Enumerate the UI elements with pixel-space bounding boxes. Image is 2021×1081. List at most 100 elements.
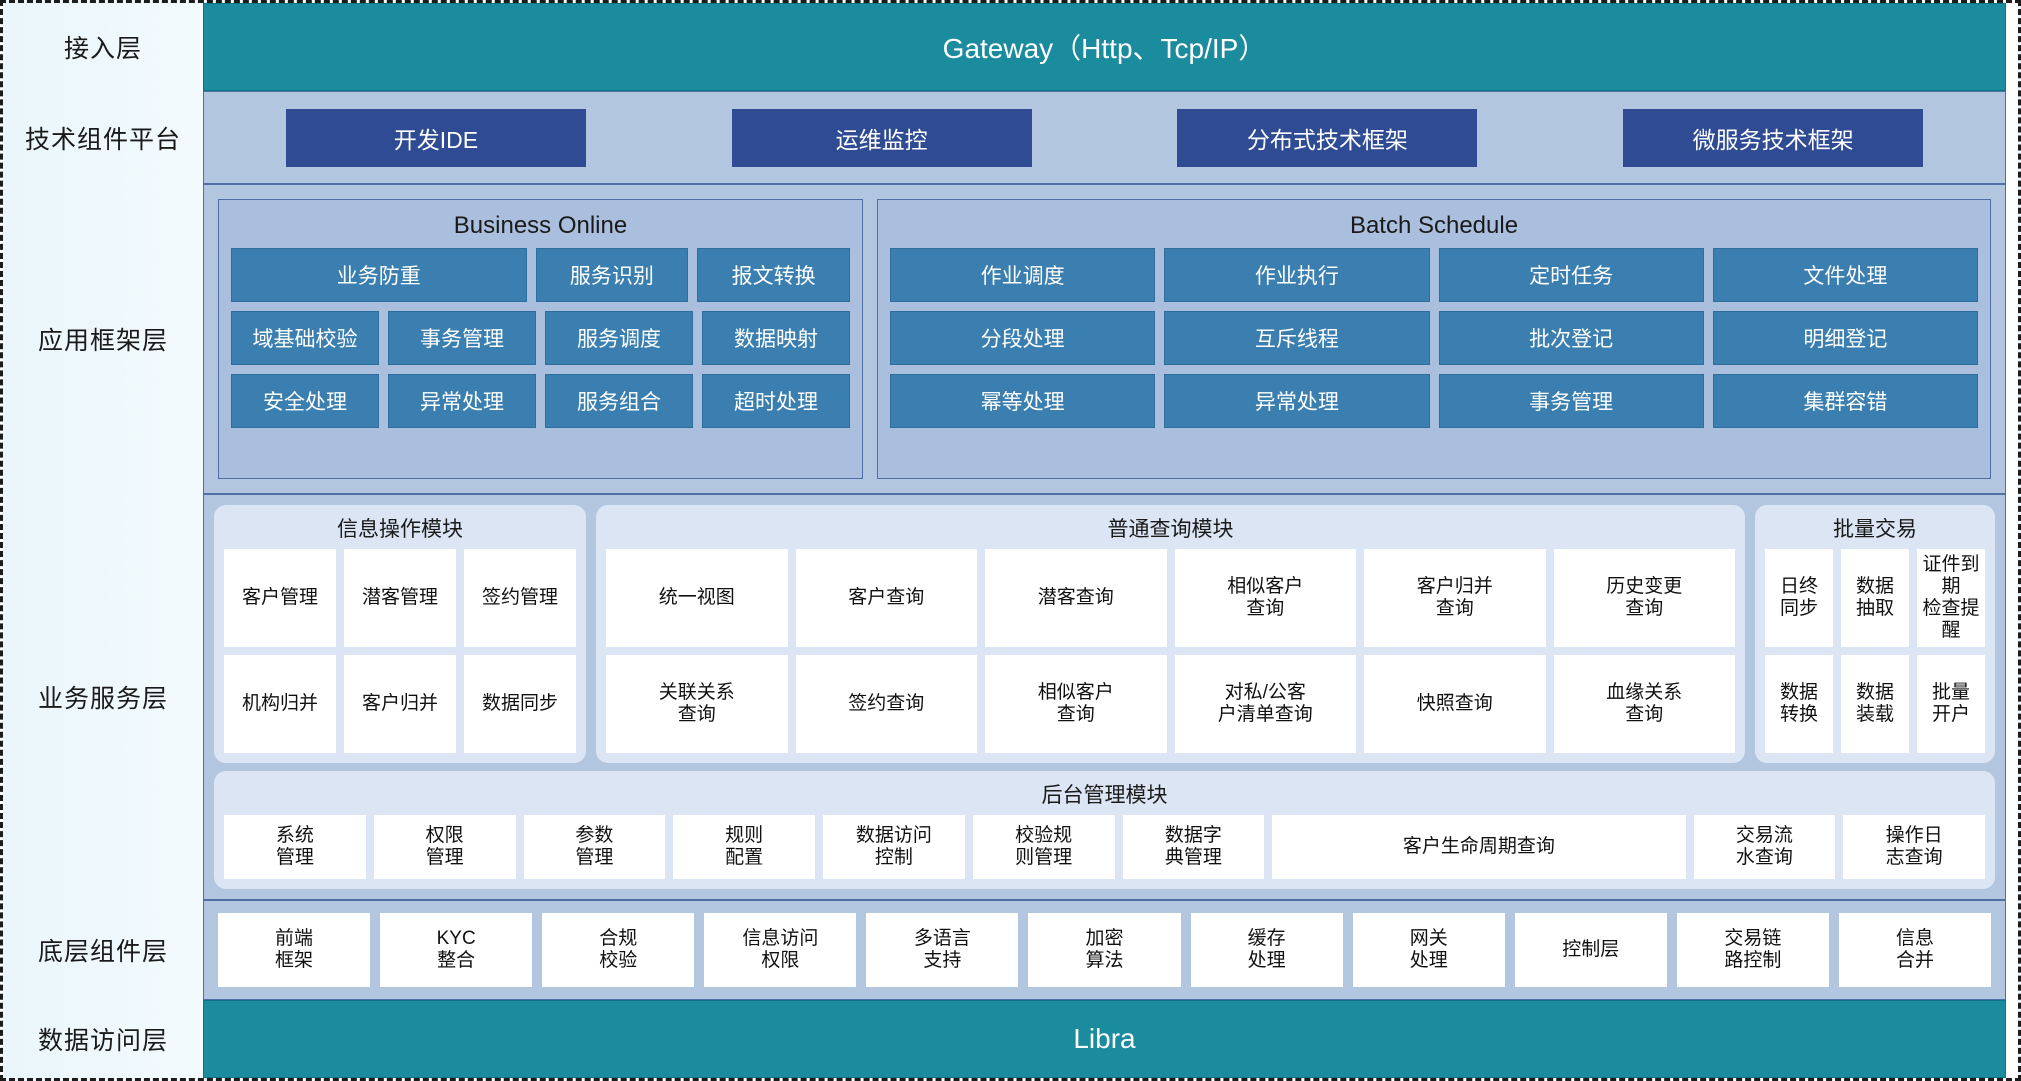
- layer-label-tech-platform: 技术组件平台: [24, 125, 181, 154]
- service-module-title-1: 普通查询模块: [1107, 517, 1234, 541]
- framework-chip[interactable]: 集群容错: [1712, 374, 1978, 429]
- service-chip[interactable]: 客户归并查询: [1364, 548, 1546, 647]
- service-chip[interactable]: 血缘关系查询: [1553, 654, 1735, 753]
- service-chip[interactable]: 潜客查询: [985, 548, 1167, 647]
- framework-row: 幂等处理异常处理事务管理集群容错: [890, 374, 1978, 429]
- framework-chip[interactable]: 超时处理: [702, 374, 850, 429]
- service-modules-bottom: 后台管理模块系统管理权限管理参数管理规则配置数据访问控制校验规则管理数据字典管理…: [214, 771, 1995, 889]
- service-chip[interactable]: 机构归并: [224, 654, 336, 753]
- layer-row-tech-platform: 技术组件平台 开发IDE 运维监控 分布式技术框架 微服务技术框架: [3, 91, 2018, 185]
- service-modules-top: 信息操作模块客户管理潜客管理签约管理机构归并客户归并数据同步普通查询模块统一视图…: [214, 504, 1995, 763]
- framework-group-rows-1: 作业调度作业执行定时任务文件处理分段处理互斥线程批次登记明细登记幂等处理异常处理…: [890, 248, 1978, 429]
- component-chip[interactable]: 加密算法: [1028, 913, 1181, 987]
- framework-chip[interactable]: 服务识别: [535, 248, 689, 303]
- framework-chip[interactable]: 分段处理: [890, 311, 1156, 366]
- framework-row: 业务防重服务识别报文转换: [231, 248, 850, 303]
- service-chip[interactable]: 数据装载: [1841, 654, 1909, 753]
- service-chip[interactable]: 数据转换: [1765, 654, 1833, 753]
- service-module-2: 批量交易日终同步数据抽取证件到期检查提醒数据转换数据装载批量开户: [1755, 504, 1995, 763]
- service-chip[interactable]: 快照查询: [1364, 654, 1546, 753]
- framework-chip[interactable]: 幂等处理: [890, 374, 1156, 429]
- backend-chip[interactable]: 交易流水查询: [1693, 815, 1836, 879]
- framework-chip[interactable]: 安全处理: [231, 374, 379, 429]
- service-chip[interactable]: 历史变更查询: [1553, 548, 1735, 647]
- tech-chip-1[interactable]: 运维监控: [731, 108, 1032, 167]
- framework-chip[interactable]: 批次登记: [1438, 311, 1704, 366]
- service-chip[interactable]: 客户查询: [795, 548, 977, 647]
- component-chip[interactable]: 信息访问权限: [704, 913, 857, 987]
- layer-body-tech-platform: 开发IDE 运维监控 分布式技术框架 微服务技术框架: [203, 91, 2018, 185]
- framework-chip[interactable]: 异常处理: [388, 374, 536, 429]
- service-chip[interactable]: 相似客户查询: [985, 654, 1167, 753]
- service-chip[interactable]: 数据同步: [464, 654, 576, 753]
- framework-chip[interactable]: 作业调度: [890, 248, 1156, 303]
- service-module-0: 信息操作模块客户管理潜客管理签约管理机构归并客户归并数据同步: [214, 504, 586, 763]
- service-module-backend-title: 后台管理模块: [1041, 784, 1168, 807]
- backend-chip[interactable]: 系统管理: [224, 815, 366, 879]
- service-chip[interactable]: 批量开户: [1917, 654, 1985, 753]
- service-chip[interactable]: 相似客户查询: [1174, 548, 1356, 647]
- service-module-title-2: 批量交易: [1833, 517, 1917, 541]
- component-chip[interactable]: 网关处理: [1352, 913, 1505, 987]
- framework-chip[interactable]: 数据映射: [702, 311, 850, 366]
- service-module-row: 日终同步数据抽取证件到期检查提醒: [1765, 548, 1985, 647]
- backend-chip[interactable]: 数据字典管理: [1122, 815, 1265, 879]
- framework-group-title-0: Business Online: [453, 212, 628, 240]
- service-module-title-0: 信息操作模块: [337, 517, 463, 541]
- tech-chip-3[interactable]: 微服务技术框架: [1623, 108, 1924, 167]
- component-chip[interactable]: 信息合并: [1838, 913, 1992, 987]
- service-chip[interactable]: 签约查询: [795, 654, 977, 753]
- service-chip[interactable]: 证件到期检查提醒: [1917, 548, 1985, 647]
- backend-chip[interactable]: 校验规则管理: [972, 815, 1115, 879]
- framework-chip[interactable]: 异常处理: [1164, 374, 1430, 429]
- framework-group-rows-0: 业务防重服务识别报文转换域基础校验事务管理服务调度数据映射安全处理异常处理服务组…: [231, 248, 850, 429]
- backend-chip[interactable]: 数据访问控制: [823, 815, 965, 879]
- framework-chip[interactable]: 互斥线程: [1164, 311, 1430, 366]
- framework-chip[interactable]: 域基础校验: [231, 311, 379, 366]
- tech-chip-2[interactable]: 分布式技术框架: [1177, 108, 1478, 167]
- backend-chip[interactable]: 操作日志查询: [1843, 815, 1985, 879]
- layer-label-app-framework: 应用框架层: [37, 327, 168, 356]
- framework-row: 分段处理互斥线程批次登记明细登记: [890, 311, 1978, 366]
- framework-chip[interactable]: 文件处理: [1712, 248, 1978, 303]
- framework-chip[interactable]: 定时任务: [1438, 248, 1704, 303]
- service-chip[interactable]: 签约管理: [464, 548, 576, 647]
- framework-chip[interactable]: 明细登记: [1712, 311, 1978, 366]
- service-module-row: 机构归并客户归并数据同步: [224, 654, 576, 753]
- service-chip[interactable]: 潜客管理: [344, 548, 456, 647]
- framework-chip[interactable]: 作业执行: [1164, 248, 1430, 303]
- layer-label-access: 接入层: [63, 35, 142, 63]
- service-chip[interactable]: 关联关系查询: [606, 654, 788, 753]
- component-chip[interactable]: 缓存处理: [1190, 913, 1343, 987]
- service-chip[interactable]: 客户归并: [344, 654, 456, 753]
- service-chip[interactable]: 数据抽取: [1841, 548, 1909, 647]
- framework-chip[interactable]: 报文转换: [697, 248, 850, 303]
- service-chip[interactable]: 对私/公客户清单查询: [1174, 654, 1356, 753]
- tech-chip-0[interactable]: 开发IDE: [285, 108, 586, 167]
- backend-chip[interactable]: 权限管理: [373, 815, 516, 879]
- service-chip[interactable]: 日终同步: [1765, 548, 1833, 647]
- framework-chip[interactable]: 业务防重: [231, 248, 527, 303]
- framework-chip[interactable]: 事务管理: [1438, 374, 1704, 429]
- component-chip[interactable]: 前端框架: [218, 913, 371, 987]
- component-chip[interactable]: 合规校验: [542, 913, 695, 987]
- service-module-1: 普通查询模块统一视图客户查询潜客查询相似客户查询客户归并查询历史变更查询关联关系…: [596, 504, 1745, 763]
- service-chip[interactable]: 统一视图: [606, 548, 788, 647]
- component-chip[interactable]: 控制层: [1514, 913, 1667, 987]
- component-chip[interactable]: 多语言支持: [866, 913, 1019, 987]
- backend-chip[interactable]: 规则配置: [673, 815, 815, 879]
- service-module-row: 统一视图客户查询潜客查询相似客户查询客户归并查询历史变更查询: [606, 548, 1735, 647]
- framework-chip[interactable]: 服务组合: [545, 374, 693, 429]
- component-chip[interactable]: 交易链路控制: [1676, 913, 1829, 987]
- backend-chip[interactable]: 客户生命周期查询: [1272, 815, 1686, 879]
- service-chip[interactable]: 客户管理: [224, 548, 336, 647]
- service-module-row: 数据转换数据装载批量开户: [1765, 654, 1985, 753]
- backend-chip[interactable]: 参数管理: [523, 815, 666, 879]
- framework-chip[interactable]: 服务调度: [545, 311, 693, 366]
- framework-chip[interactable]: 事务管理: [388, 311, 536, 366]
